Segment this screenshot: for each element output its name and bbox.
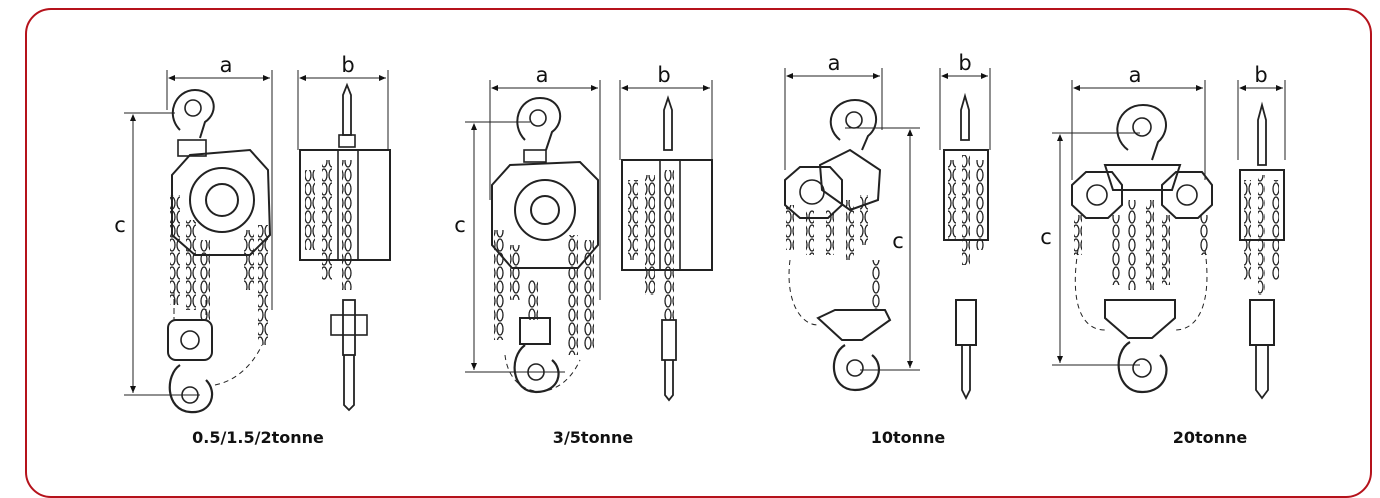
hoist-2-front-view [465, 80, 601, 394]
hoist-4-side-view [1237, 80, 1286, 400]
dim-c-label: c [454, 213, 466, 237]
model-caption: 20tonne [1172, 428, 1248, 447]
dim-a-label: a [536, 63, 549, 87]
dim-c-label: c [1040, 225, 1052, 249]
hoist-1-front-view [124, 70, 273, 414]
hoist-drawings: a b c a b c a b c a b c [114, 51, 1286, 414]
dim-a-label: a [1129, 63, 1142, 87]
hoist-4-front-view [1052, 80, 1213, 394]
hoist-3-front-view [784, 68, 920, 392]
dim-b-label: b [958, 51, 971, 75]
model-caption: 10tonne [870, 428, 946, 447]
dim-b-label: b [1254, 63, 1267, 87]
model-caption: 3/5tonne [552, 428, 634, 447]
hoist-3-side-view [939, 68, 991, 401]
dim-a-label: a [220, 53, 233, 77]
dim-b-label: b [657, 63, 670, 87]
dim-c-label: c [892, 229, 904, 253]
dim-c-label: c [114, 213, 126, 237]
hoist-2-side-view [619, 80, 713, 402]
dim-a-label: a [828, 51, 841, 75]
hoist-1-side-view [297, 70, 391, 412]
dim-b-label: b [341, 53, 354, 77]
model-caption: 0.5/1.5/2tonne [192, 428, 324, 447]
